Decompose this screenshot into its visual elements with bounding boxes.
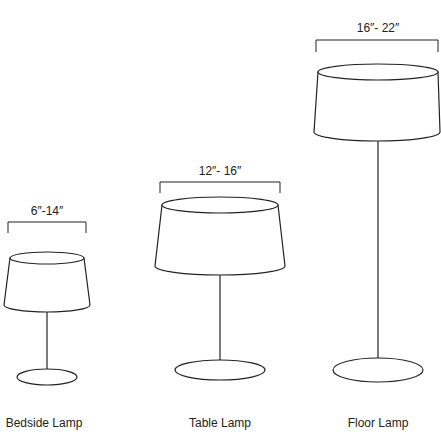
lamp-shade (314, 72, 440, 141)
lamp-base (333, 358, 423, 382)
lamp-shade (4, 258, 90, 312)
lamp-name: Bedside Lamp (6, 416, 83, 430)
lamp-name: Floor Lamp (348, 416, 409, 430)
shade-top (10, 252, 84, 264)
dimension-bracket (8, 222, 86, 233)
shade-top (318, 64, 438, 80)
shade-top (162, 197, 278, 213)
dimension-label: 6″-14″ (31, 204, 64, 218)
lamp-pole (219, 275, 220, 360)
lamp-pole (46, 312, 47, 372)
dimension-label: 12″- 16″ (199, 164, 242, 178)
lamp-shade (155, 205, 285, 275)
lamp-pole (377, 141, 378, 358)
dimension-bracket (316, 40, 438, 52)
lamp-name: Table Lamp (189, 416, 251, 430)
lamp-base (17, 369, 77, 385)
dimension-label: 16″- 22″ (357, 21, 400, 35)
lamp-base (175, 360, 265, 380)
dimension-bracket (160, 182, 280, 193)
